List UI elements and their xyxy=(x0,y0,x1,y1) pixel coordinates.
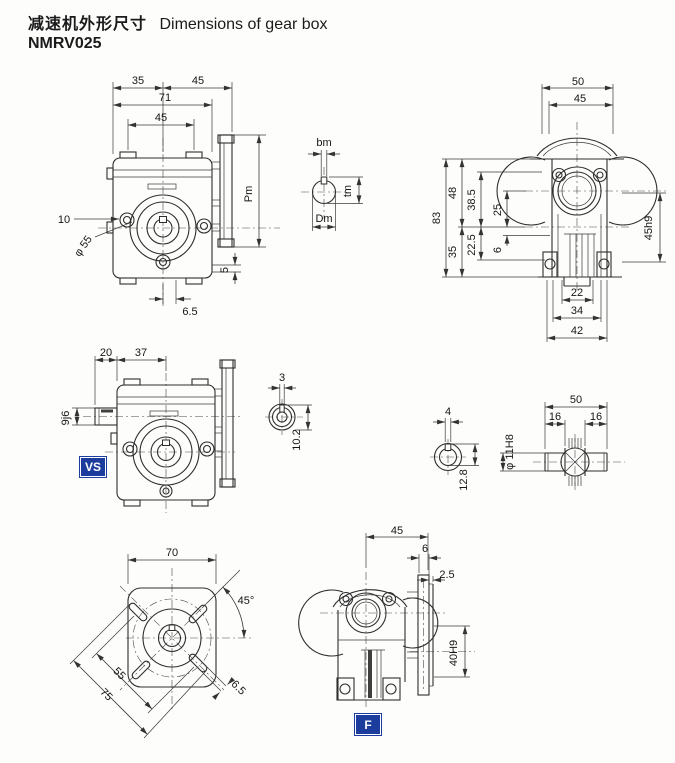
f-version-outline xyxy=(298,572,475,707)
flange-face-dimensions: 70 45° 55 75 6.5 xyxy=(69,547,255,739)
f-label-badge: F xyxy=(354,713,382,736)
dim-side-35: 35 xyxy=(447,246,459,258)
worm-shaft-outline xyxy=(533,434,625,490)
dim-side-25: 25 xyxy=(492,204,504,216)
dim-vs-37: 37 xyxy=(135,347,147,359)
dim-f-45: 45 xyxy=(391,525,403,537)
input-shaft-end-outline xyxy=(265,399,303,435)
front-view-outline xyxy=(98,134,280,308)
flange-face-view: 70 45° 55 75 6.5 xyxy=(69,547,255,739)
dim-side-45: 45 xyxy=(574,93,586,105)
dim-side-6: 6 xyxy=(492,247,504,253)
motor-shaft-section: bm tm Dm xyxy=(301,137,363,231)
dim-f-2p5: 2.5 xyxy=(439,569,454,581)
worm-shaft-view: 50 16 16 φ 11H8 xyxy=(500,394,625,490)
dim-bore-12p8: 12.8 xyxy=(458,469,470,490)
dim-input-3: 3 xyxy=(279,372,285,384)
dim-front-Pm: Pm xyxy=(243,186,255,203)
front-view-dimensions: 35 45 71 45 Pm 5 6.5 10 φ 55 xyxy=(58,75,266,318)
dim-side-22: 22 xyxy=(571,287,583,299)
model-number: NMRV025 xyxy=(28,35,102,52)
dim-front-6p5: 6.5 xyxy=(182,306,197,318)
dim-bm: bm xyxy=(316,137,331,149)
side-view-outline xyxy=(496,122,668,292)
dim-flange-55: 55 xyxy=(111,665,128,682)
dim-front-71: 71 xyxy=(159,92,171,104)
dim-side-22p5: 22.5 xyxy=(466,234,478,255)
input-shaft-end-view: 3 10.2 xyxy=(265,372,312,451)
vs-view-outline xyxy=(83,359,243,513)
dim-flange-70: 70 xyxy=(166,547,178,559)
dim-input-10p2: 10.2 xyxy=(291,429,303,450)
dim-worm-phi11H8: φ 11H8 xyxy=(504,434,516,470)
vs-view-dimensions: 20 37 9j6 xyxy=(60,347,167,426)
dim-side-83: 83 xyxy=(431,212,443,224)
dim-front-35: 35 xyxy=(132,75,144,87)
title-english: Dimensions of gear box xyxy=(159,16,328,33)
side-view: 50 45 83 48 35 38.5 22.5 25 6 45h9 xyxy=(431,76,668,342)
dim-side-50: 50 xyxy=(572,76,584,88)
dim-vs-9j6: 9j6 xyxy=(60,411,72,426)
side-view-dimensions: 50 45 83 48 35 38.5 22.5 25 6 45h9 xyxy=(431,76,666,342)
dim-tm: tm xyxy=(342,185,354,197)
dim-front-45-bolt: 45 xyxy=(155,112,167,124)
title-chinese: 减速机外形尺寸 xyxy=(28,16,148,33)
dim-front-10: 10 xyxy=(58,214,70,226)
dim-side-48: 48 xyxy=(447,187,459,199)
output-bore-outline xyxy=(430,439,466,475)
dim-f-40H9: 40H9 xyxy=(448,640,460,666)
dim-worm-16-left: 16 xyxy=(549,411,561,423)
vs-label-badge: VS xyxy=(79,456,107,478)
f-version-dimensions: 45 6 2.5 40H9 xyxy=(365,525,470,678)
f-version-view: 45 6 2.5 40H9 xyxy=(298,525,475,707)
dim-side-34: 34 xyxy=(571,305,583,317)
sheet-header: 减速机外形尺寸 Dimensions of gear box NMRV025 xyxy=(28,10,328,53)
dim-f-6: 6 xyxy=(422,543,428,555)
output-bore-view: 4 12.8 xyxy=(430,406,479,491)
dim-worm-50: 50 xyxy=(570,394,582,406)
motor-shaft-outline xyxy=(301,167,349,219)
dim-front-45-top: 45 xyxy=(192,75,204,87)
dim-worm-16-right: 16 xyxy=(590,411,602,423)
input-shaft-end-dimensions: 3 10.2 xyxy=(268,372,312,451)
dim-flange-75: 75 xyxy=(98,686,115,703)
front-view: 35 45 71 45 Pm 5 6.5 10 φ 55 xyxy=(58,75,280,318)
vs-view: 20 37 9j6 xyxy=(60,347,243,513)
dim-vs-20: 20 xyxy=(100,347,112,359)
output-bore-dimensions: 4 12.8 xyxy=(433,406,479,491)
motor-shaft-dimensions: bm tm Dm xyxy=(308,137,363,231)
dim-side-42: 42 xyxy=(571,325,583,337)
dim-front-phi55: φ 55 xyxy=(72,234,95,259)
dim-bore-4: 4 xyxy=(445,406,451,418)
dim-side-38p5: 38.5 xyxy=(466,189,478,210)
dim-front-5: 5 xyxy=(219,267,231,273)
worm-shaft-dimensions: 50 16 16 φ 11H8 xyxy=(500,394,608,472)
dim-flange-45deg: 45° xyxy=(238,595,255,607)
dim-side-45h9: 45h9 xyxy=(643,216,655,240)
dim-Dm: Dm xyxy=(315,213,332,225)
